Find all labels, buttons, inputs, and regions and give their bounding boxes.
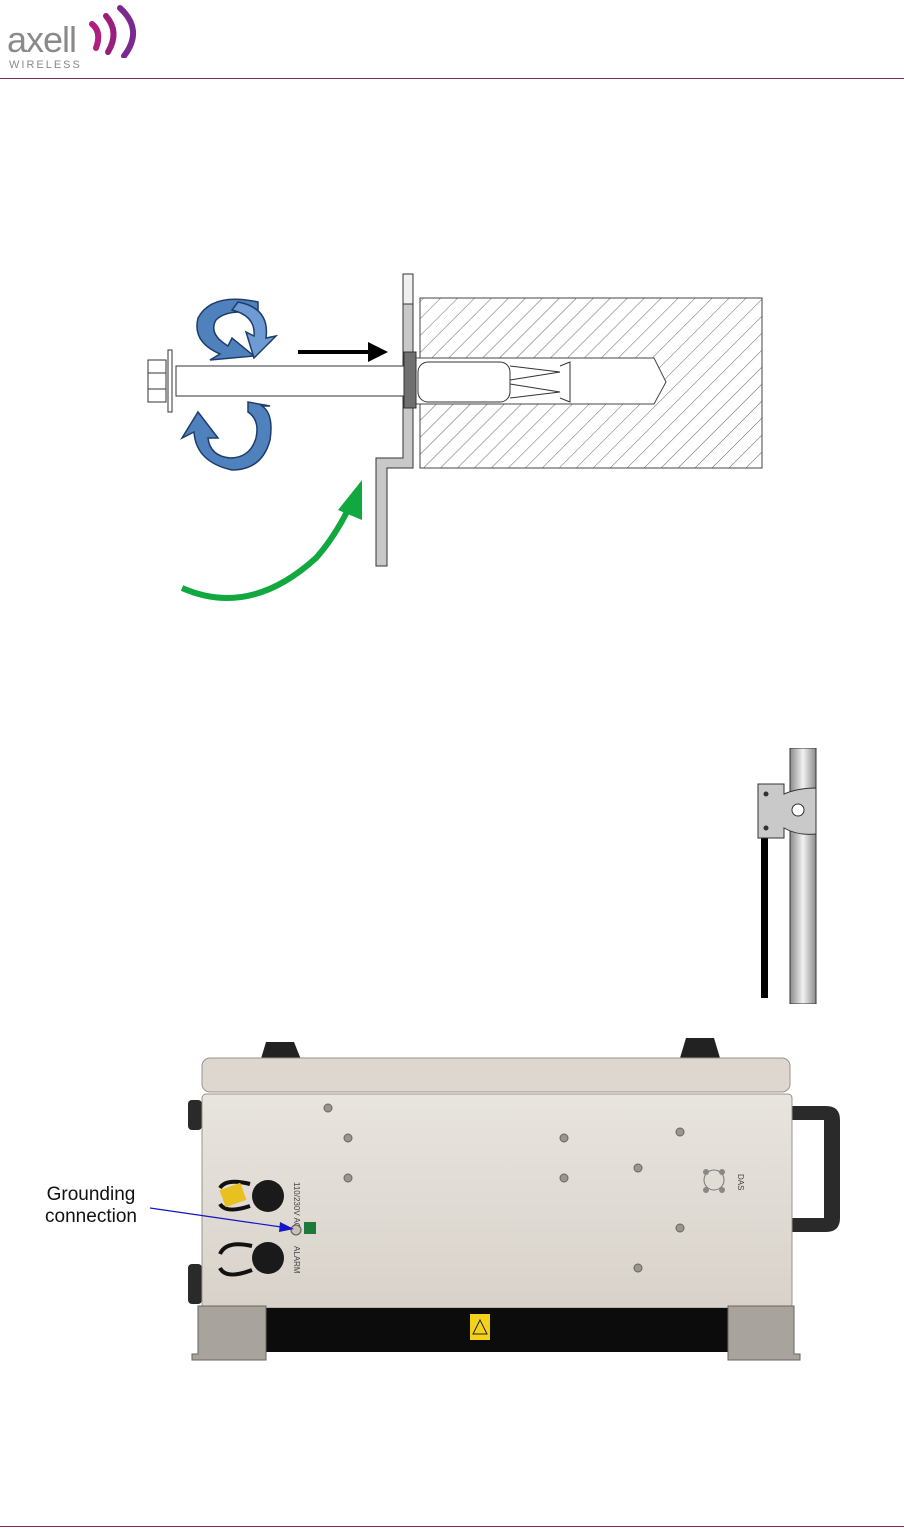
bolt-shaft — [176, 366, 404, 396]
unit-handle — [790, 1106, 840, 1232]
callout-line1: Grounding — [30, 1184, 152, 1206]
grounding-callout: Grounding connection — [30, 1184, 152, 1228]
anchor-body — [418, 362, 510, 402]
alarm-label: ALARM — [292, 1246, 301, 1274]
header-rule — [0, 78, 904, 79]
footer-rule — [0, 1526, 904, 1527]
pole-clamp-diagram — [754, 748, 820, 1004]
pole — [790, 748, 816, 1004]
callout-arrow-icon — [148, 1200, 298, 1240]
mounting-foot-right — [728, 1306, 800, 1360]
insert-arrow-icon — [182, 506, 350, 598]
rotate-arrow-icon-lower — [182, 402, 271, 470]
mounting-bracket — [376, 274, 413, 566]
logo-subtext: WIRELESS — [9, 59, 82, 71]
callout-line2: connection — [30, 1206, 152, 1228]
das-label: DAS — [736, 1174, 745, 1190]
unit-lid — [202, 1058, 790, 1092]
repeater-unit-illustration: 110/230V AC ALARM DAS — [186, 1034, 846, 1364]
wall-anchor-diagram — [120, 262, 780, 612]
unit-base — [264, 1308, 728, 1352]
mounting-foot-left — [192, 1306, 266, 1360]
logo-text: axell — [7, 22, 76, 58]
cable — [761, 828, 768, 998]
logo-mark-icon — [88, 2, 152, 58]
alarm-connector — [252, 1242, 284, 1274]
